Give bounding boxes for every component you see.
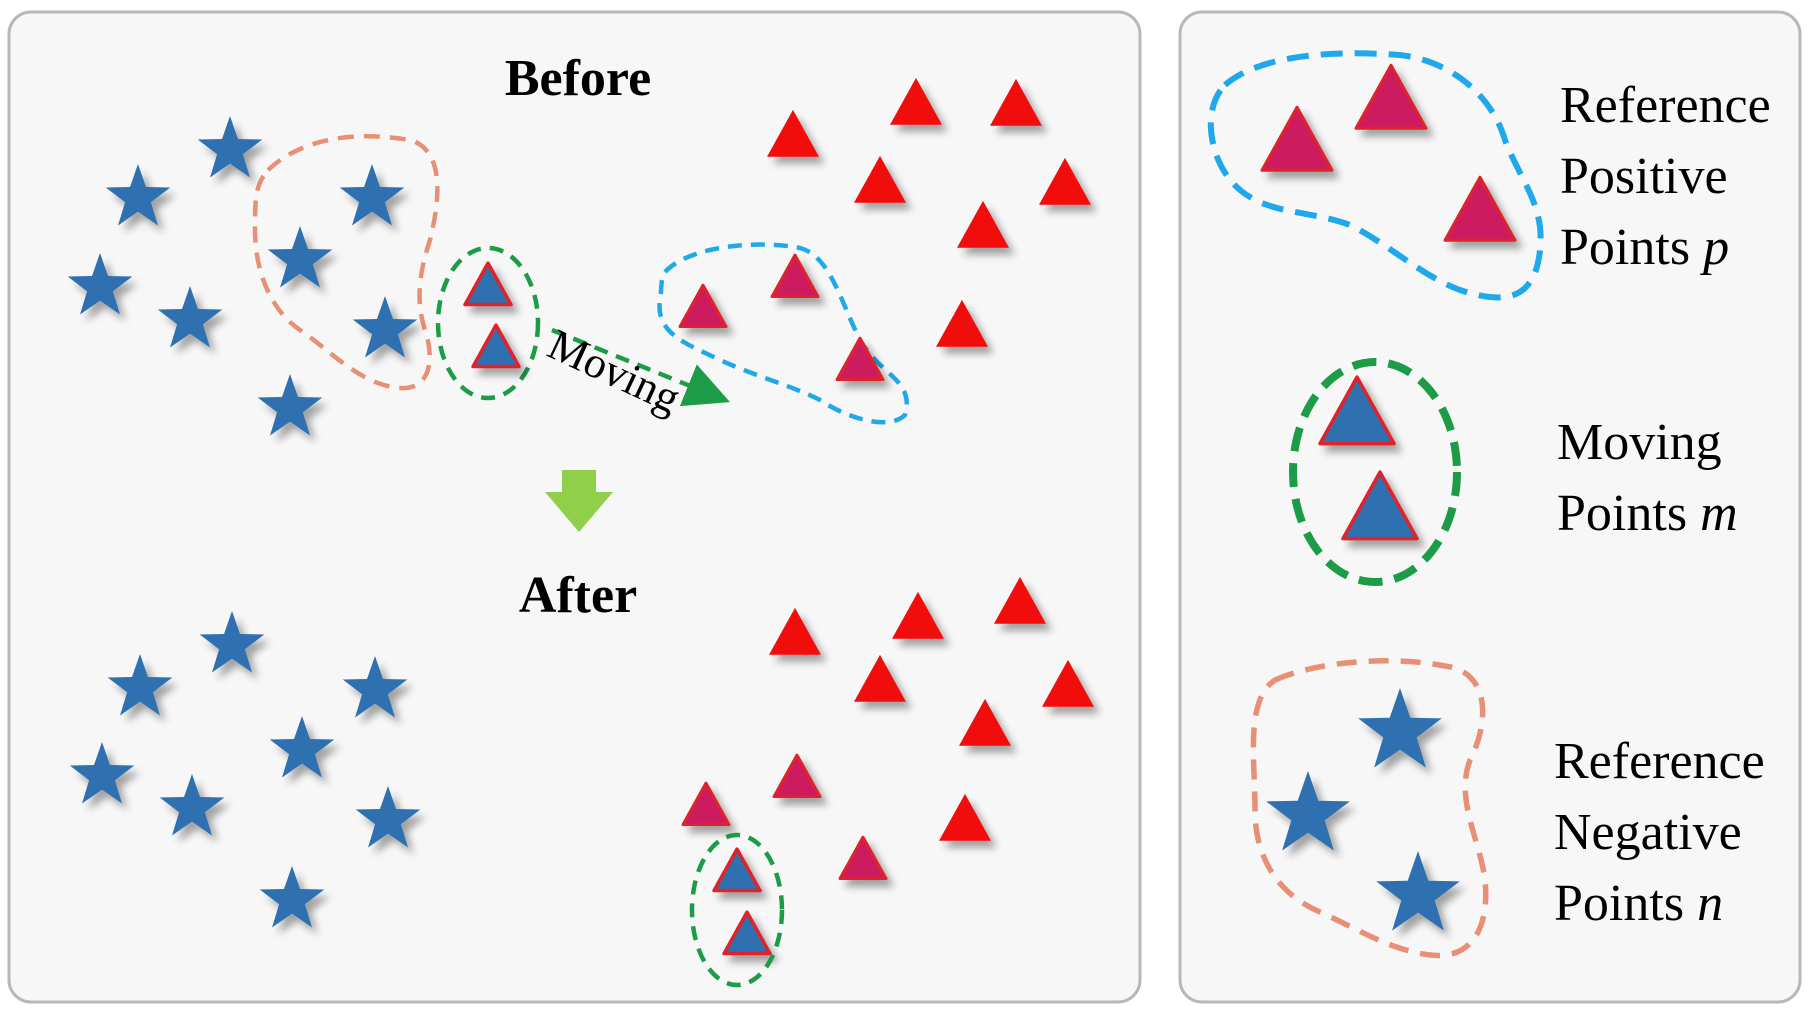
triangle-icon bbox=[890, 77, 942, 125]
star-icon bbox=[355, 786, 421, 848]
triangle-icon bbox=[769, 607, 821, 655]
negative-boundary bbox=[252, 134, 440, 391]
legend-positive-boundary bbox=[1207, 50, 1544, 301]
triangle-icon bbox=[1042, 659, 1094, 707]
legend-panel bbox=[1178, 10, 1802, 1004]
legend-moving-text: Moving Points m bbox=[1557, 414, 1738, 542]
legend-negative-text: Reference Negative Points n bbox=[1554, 733, 1765, 932]
star-icon bbox=[342, 656, 408, 718]
triangle-icon bbox=[854, 654, 906, 702]
star-icon bbox=[159, 774, 225, 836]
legend-negative-boundary bbox=[1250, 658, 1489, 959]
star-icon bbox=[259, 866, 325, 928]
legend-positive-line3: Points p bbox=[1560, 219, 1729, 276]
triangle-icon bbox=[463, 261, 513, 307]
triangle-icon bbox=[838, 835, 888, 881]
triangle-icon bbox=[994, 576, 1046, 624]
moving-boundary-before bbox=[435, 245, 541, 401]
triangle-icon bbox=[767, 109, 819, 157]
down-arrow-icon bbox=[545, 470, 613, 532]
triangle-icon bbox=[1260, 105, 1334, 172]
star-icon bbox=[107, 654, 173, 716]
triangle-icon bbox=[681, 781, 731, 827]
triangle-icon bbox=[1354, 63, 1428, 130]
star-icon bbox=[257, 374, 323, 436]
after-title: After bbox=[519, 567, 637, 624]
triangle-icon bbox=[712, 847, 762, 893]
triangle-icon bbox=[770, 253, 820, 299]
star-icon bbox=[269, 716, 335, 778]
star-icon bbox=[197, 116, 263, 178]
triangle-icon bbox=[722, 910, 772, 956]
star-icon bbox=[267, 226, 333, 288]
triangle-icon bbox=[959, 698, 1011, 746]
star-group bbox=[67, 116, 1460, 931]
triangle-icon bbox=[1318, 375, 1396, 446]
triangle-group bbox=[463, 63, 1517, 956]
triangle-icon bbox=[678, 283, 728, 329]
star-icon bbox=[339, 164, 405, 226]
star-icon bbox=[105, 164, 171, 226]
triangle-icon bbox=[990, 78, 1042, 126]
moving-arrow bbox=[551, 327, 731, 407]
legend-moving-line2: Points m bbox=[1557, 485, 1738, 542]
star-icon bbox=[1266, 771, 1350, 851]
triangle-icon bbox=[835, 336, 885, 382]
legend-positive-text: Reference Positive Points p bbox=[1560, 77, 1771, 276]
star-icon bbox=[157, 286, 223, 348]
positive-boundary-before bbox=[657, 242, 909, 425]
before-title: Before bbox=[505, 50, 651, 107]
star-icon bbox=[1376, 851, 1460, 931]
moving-boundary-after bbox=[689, 832, 785, 988]
legend-positive-line1: Reference bbox=[1560, 77, 1771, 134]
legend-negative-line3: Points n bbox=[1554, 875, 1723, 932]
legend-moving-line1: Moving bbox=[1557, 414, 1722, 471]
triangle-icon bbox=[936, 299, 988, 347]
legend-negative-line1: Reference bbox=[1554, 733, 1765, 790]
triangle-icon bbox=[892, 591, 944, 639]
star-icon bbox=[1358, 688, 1442, 768]
triangle-icon bbox=[1039, 157, 1091, 205]
star-icon bbox=[199, 611, 265, 673]
triangle-icon bbox=[471, 323, 521, 369]
star-icon bbox=[69, 742, 135, 804]
star-icon bbox=[352, 296, 418, 358]
legend-moving-boundary bbox=[1289, 358, 1461, 586]
triangle-icon bbox=[772, 753, 822, 799]
star-icon bbox=[67, 253, 133, 315]
legend-positive-line2: Positive bbox=[1560, 148, 1728, 205]
triangle-icon bbox=[939, 793, 991, 841]
triangle-icon bbox=[854, 155, 906, 203]
triangle-icon bbox=[957, 200, 1009, 248]
triangle-icon bbox=[1443, 175, 1517, 242]
triangle-icon bbox=[1341, 470, 1419, 541]
legend-negative-line2: Negative bbox=[1554, 804, 1742, 861]
